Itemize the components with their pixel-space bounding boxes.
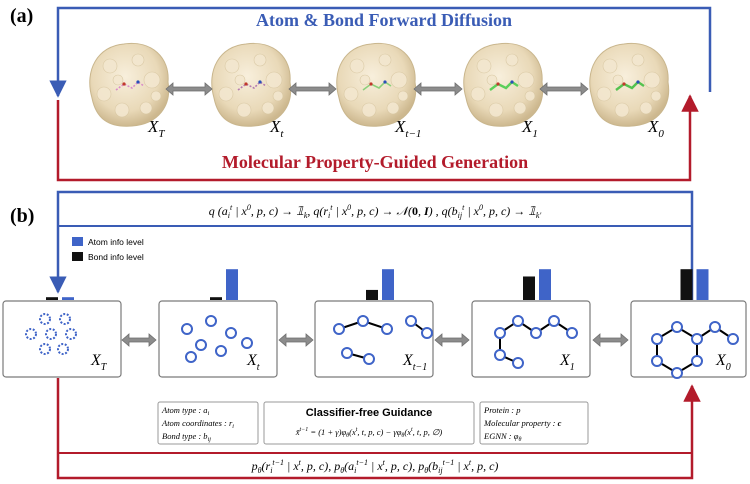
atom-info-bar-3 [382,269,394,300]
ligand-2 [237,80,267,91]
definitions-right-box: Protein : p Molecular property : c EGNN … [479,401,589,445]
protein-label-4: X1 [521,117,538,140]
ligand-5 [615,80,645,91]
protein-structure-4: X1 [463,42,544,140]
cfg-title: Classifier-free Guidance [306,407,433,419]
protein-transition-arrow-1 [165,82,213,96]
ligand-1 [115,80,145,91]
molecule-label-1: XT [90,352,108,373]
atom-info-bar-2 [226,269,238,300]
bond-info-bar-2 [210,297,222,300]
def-bond-type: Bond type : bij [162,431,211,443]
info-level-legend: Atom info level Bond info level [72,237,144,262]
molecule-graph-4 [494,315,578,369]
guided-generation-title: Molecular Property-Guided Generation [222,152,528,172]
molecule-transition-arrow-3 [434,333,470,347]
forward-process-line [49,190,694,300]
protein-structure-2: Xt [211,42,292,140]
guided-generation-loop [56,94,699,182]
legend-bond-label: Bond info level [88,252,144,262]
forward-diffusion-loop [49,6,712,98]
protein-row: XT Xt Xt−1 X1 X0 [89,42,670,140]
protein-transition-arrow-4 [539,82,589,96]
molecule-label-5: X0 [715,352,731,373]
ligand-3 [362,80,392,91]
def-atom-coordinates: Atom coordinates : ri [161,418,234,430]
bond-info-bar-5 [680,269,693,300]
molecule-box-2: Xt [158,269,278,378]
molecule-label-2: Xt [246,352,260,373]
molecule-box-4: X1 [471,269,591,378]
molecule-graph-5 [651,321,739,379]
atom-info-bar-4 [539,269,551,300]
protein-label-3: Xt−1 [394,117,421,140]
bond-info-bar-4 [523,276,535,300]
forward-diffusion-title: Atom & Bond Forward Diffusion [256,10,512,30]
protein-label-2: Xt [269,117,284,140]
molecule-graph-3 [333,315,433,365]
forward-formula: q (ait | x0, p, c) → 𝟙k, q(rit | x0, p, … [209,203,542,220]
molecule-box-row: XT Xt Xt−1 X1 X0 [2,269,747,379]
definitions-left-box: Atom type : ai Atom coordinates : ri Bon… [157,401,259,445]
reverse-process-line [56,378,701,480]
legend-atom-label: Atom info level [88,237,144,247]
reverse-formula: pθ(rit−1 | xt, p, c), pθ(ait−1 | xt, p, … [251,458,499,475]
atom-info-bar-1 [62,297,74,300]
molecule-graph-2 [181,315,253,363]
molecule-box-3: Xt−1 [314,269,434,378]
def-egnn: EGNN : φθ [483,431,521,443]
protein-structure-3: Xt−1 [336,42,421,140]
atom-info-bar-5 [696,269,709,300]
molecule-box-1: XT [2,297,122,378]
molecule-transition-arrow-4 [592,333,629,347]
bond-info-bar-3 [366,289,378,300]
def-molecular-property: Molecular property : c [483,418,562,428]
cfg-formula: x̃t−1 = (1 + γ)φθ(xt, t, p, c) − γφθ(xt,… [295,427,443,439]
protein-transition-arrow-2 [288,82,337,96]
molecule-label-4: X1 [559,352,575,373]
molecule-graph-1 [25,313,77,355]
protein-label-1: XT [147,117,165,140]
panel-a-label: (a) [10,5,33,27]
def-atom-type: Atom type : ai [161,405,210,417]
protein-structure-5: X0 [589,42,670,140]
legend-atom-swatch [72,237,83,246]
molecule-label-3: Xt−1 [402,352,427,373]
protein-label-5: X0 [647,117,664,140]
panel-b-label: (b) [10,205,34,227]
protein-transition-arrow-3 [413,82,463,96]
def-protein: Protein : p [483,405,521,415]
molecule-transition-arrow-2 [278,333,314,347]
ligand-4 [489,80,519,91]
bond-info-bar-1 [46,297,58,300]
molecule-transition-arrow-1 [121,333,157,347]
molecule-box-5: X0 [630,269,747,379]
cfg-box: Classifier-free Guidance x̃t−1 = (1 + γ)… [263,401,475,445]
protein-structure-1: XT [89,42,170,140]
legend-bond-swatch [72,252,83,261]
